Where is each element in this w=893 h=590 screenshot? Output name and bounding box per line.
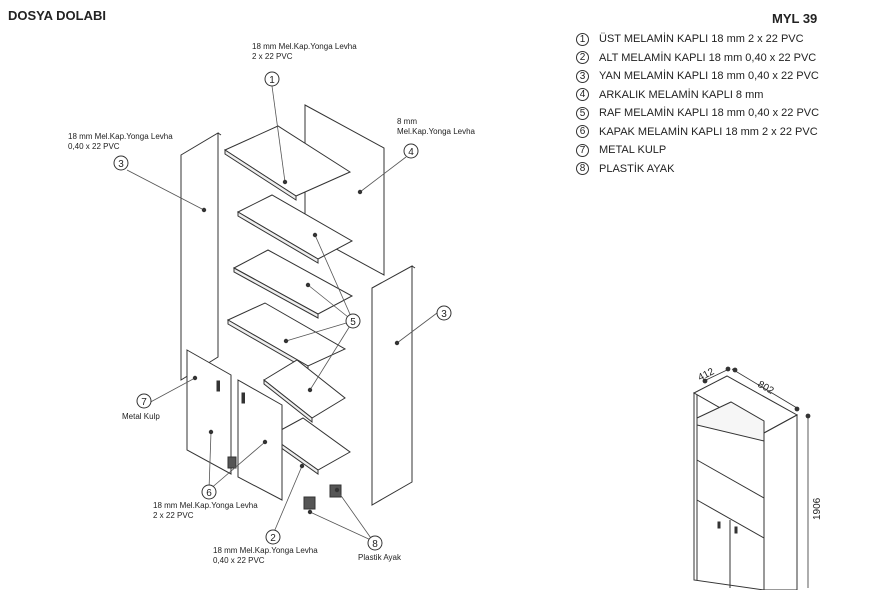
parts-list-item: 1 ÜST MELAMİN KAPLI 18 mm 2 x 22 PVC: [576, 30, 819, 49]
right-side-panel: [371, 265, 413, 506]
parts-list-item: 4 ARKALIK MELAMİN KAPLI 8 mm: [576, 86, 819, 105]
callout-4-marker: [403, 143, 419, 159]
part-label: YAN MELAMİN KAPLI 18 mm 0,40 x 22 PVC: [599, 70, 819, 83]
left-door-panel: [186, 349, 232, 475]
callout-2: 2: [270, 533, 276, 544]
part-number: 5: [576, 106, 589, 120]
callout-5: 5: [350, 317, 356, 328]
callout-6: 6: [206, 488, 212, 499]
parts-list-item: 3 YAN MELAMİN KAPLI 18 mm 0,40 x 22 PVC: [576, 67, 819, 86]
note-metal-handle: Metal Kulp: [122, 412, 160, 421]
callout-7-marker: [136, 393, 152, 409]
callout-5-marker: [345, 313, 361, 329]
model-code: MYL 39: [772, 11, 818, 26]
callout-7: 7: [141, 397, 147, 408]
part-number: 8: [576, 162, 589, 176]
callout-3: 3: [441, 309, 447, 320]
part-number: 4: [576, 88, 589, 102]
callout-2-marker: [265, 529, 281, 545]
callout-3-marker: [436, 305, 452, 321]
plastic-foot: [227, 456, 237, 469]
parts-list-item: 7 METAL KULP: [576, 141, 819, 160]
callout-6-marker: [201, 484, 217, 500]
metal-handle: [241, 392, 245, 404]
parts-list-item: 2 ALT MELAMİN KAPLI 18 mm 0,40 x 22 PVC: [576, 49, 819, 68]
part-number: 1: [576, 32, 589, 46]
dimension-height: 1906: [812, 497, 823, 520]
callout-4: 4: [408, 147, 414, 158]
part-number: 2: [576, 51, 589, 65]
part-label: ARKALIK MELAMİN KAPLI 8 mm: [599, 88, 764, 101]
part-number: 6: [576, 125, 589, 139]
part-label: METAL KULP: [599, 144, 667, 157]
callout-3: 3: [118, 159, 124, 170]
note-plastic-foot: Plastik Ayak: [358, 553, 401, 562]
left-side-panel: [180, 132, 219, 381]
part-number: 7: [576, 143, 589, 157]
drawing-title: DOSYA DOLABI: [8, 8, 106, 23]
callout-8-marker: [367, 535, 383, 551]
plastic-foot: [303, 496, 316, 510]
callout-8: 8: [372, 539, 378, 550]
part-label: RAF MELAMİN KAPLI 18 mm 0,40 x 22 PVC: [599, 107, 820, 120]
part-label: KAPAK MELAMİN KAPLI 18 mm 2 x 22 PVC: [599, 125, 818, 138]
right-door-panel: [237, 379, 283, 501]
dimension-depth: 412: [696, 366, 716, 384]
callout-3-marker: [113, 155, 129, 171]
part-label: PLASTİK AYAK: [599, 162, 675, 175]
part-label: ÜST MELAMİN KAPLI 18 mm 2 x 22 PVC: [599, 33, 804, 46]
callout-1: 1: [269, 75, 275, 86]
callout-1-marker: [264, 71, 280, 87]
parts-list-item: 6 KAPAK MELAMİN KAPLI 18 mm 2 x 22 PVC: [576, 123, 819, 142]
part-label: ALT MELAMİN KAPLI 18 mm 0,40 x 22 PVC: [599, 51, 817, 64]
part-number: 3: [576, 69, 589, 83]
assembled-cabinet-view: [692, 375, 799, 590]
metal-handle: [216, 380, 220, 392]
parts-list-item: 8 PLASTİK AYAK: [576, 160, 819, 179]
parts-list: 1 ÜST MELAMİN KAPLI 18 mm 2 x 22 PVC 2 ALT…: [576, 30, 819, 178]
parts-list-item: 5 RAF MELAMİN KAPLI 18 mm 0,40 x 22 PVC: [576, 104, 819, 123]
